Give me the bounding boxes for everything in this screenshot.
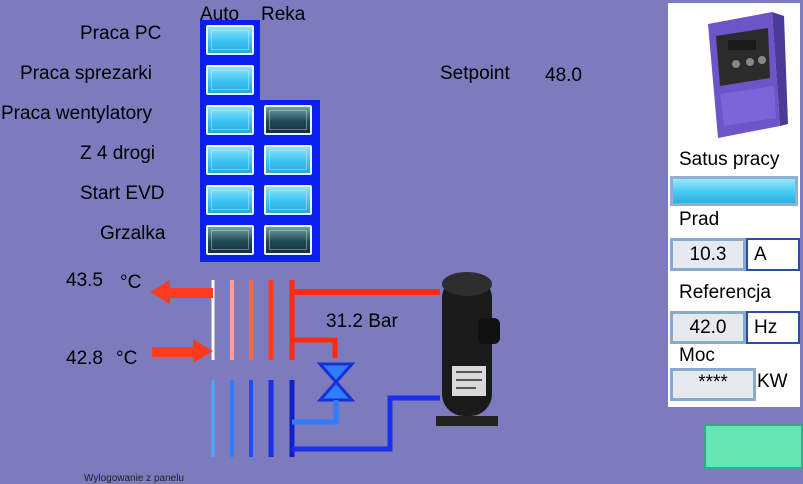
- temperature-out-unit: °C: [120, 272, 142, 293]
- status-indicator: [670, 176, 798, 206]
- pressure-value: 31.2 Bar: [326, 311, 398, 332]
- temperature-in-value: 42.8: [66, 348, 103, 369]
- power-unit: KW: [757, 371, 788, 392]
- auto-column-frame: [200, 20, 260, 262]
- auto-toggle-compressor[interactable]: [206, 65, 254, 95]
- reference-label: Referencja: [669, 282, 800, 308]
- manual-toggle-4way[interactable]: [264, 145, 312, 175]
- power-value: ****: [670, 368, 756, 401]
- row-label-fans: Praca wentylatory: [1, 103, 153, 124]
- current-unit: A: [746, 238, 800, 271]
- row-label-pc: Praca PC: [80, 23, 162, 44]
- auto-toggle-evd[interactable]: [206, 185, 254, 215]
- row-label-4way: Z 4 drogi: [80, 143, 155, 164]
- arrow-right-icon: [152, 339, 213, 363]
- arrow-left-icon: [150, 280, 213, 304]
- temperature-out-value: 43.5: [66, 270, 103, 291]
- row-label-compressor: Praca sprezarki: [20, 63, 152, 84]
- current-label: Prad: [669, 209, 800, 235]
- setpoint-value[interactable]: 48.0: [545, 65, 582, 86]
- status-label: Satus pracy: [669, 149, 800, 175]
- logout-link[interactable]: Wylogowanie z panelu: [84, 473, 184, 484]
- refrigeration-schematic: [150, 280, 440, 457]
- auto-toggle-heater[interactable]: [206, 225, 254, 255]
- manual-toggle-heater[interactable]: [264, 225, 312, 255]
- reference-unit: Hz: [746, 311, 800, 344]
- temperature-in-unit: °C: [116, 348, 138, 369]
- frequency-inverter-image: [708, 12, 788, 138]
- reference-value[interactable]: 42.0: [670, 311, 746, 344]
- row-label-heater: Grzalka: [100, 223, 166, 244]
- liquid-pipe: [292, 337, 338, 358]
- action-button[interactable]: [704, 424, 803, 469]
- auto-toggle-4way[interactable]: [206, 145, 254, 175]
- column-header-manual: Reka: [261, 4, 306, 25]
- manual-toggle-fans[interactable]: [264, 105, 312, 135]
- row-label-evd: Start EVD: [80, 183, 165, 204]
- column-header-auto: Auto: [200, 4, 240, 25]
- manual-toggle-evd[interactable]: [264, 185, 312, 215]
- footer-strip: [0, 476, 803, 484]
- current-value: 10.3: [670, 238, 746, 271]
- cold-pipe-1: [292, 400, 339, 425]
- power-label: Moc: [669, 345, 800, 371]
- expansion-valve-icon: [316, 362, 356, 402]
- suction-pipe: [292, 395, 440, 452]
- auto-toggle-fans[interactable]: [206, 105, 254, 135]
- setpoint-label: Setpoint: [440, 63, 510, 84]
- compressor-image: [436, 272, 500, 426]
- auto-toggle-pc[interactable]: [206, 25, 254, 55]
